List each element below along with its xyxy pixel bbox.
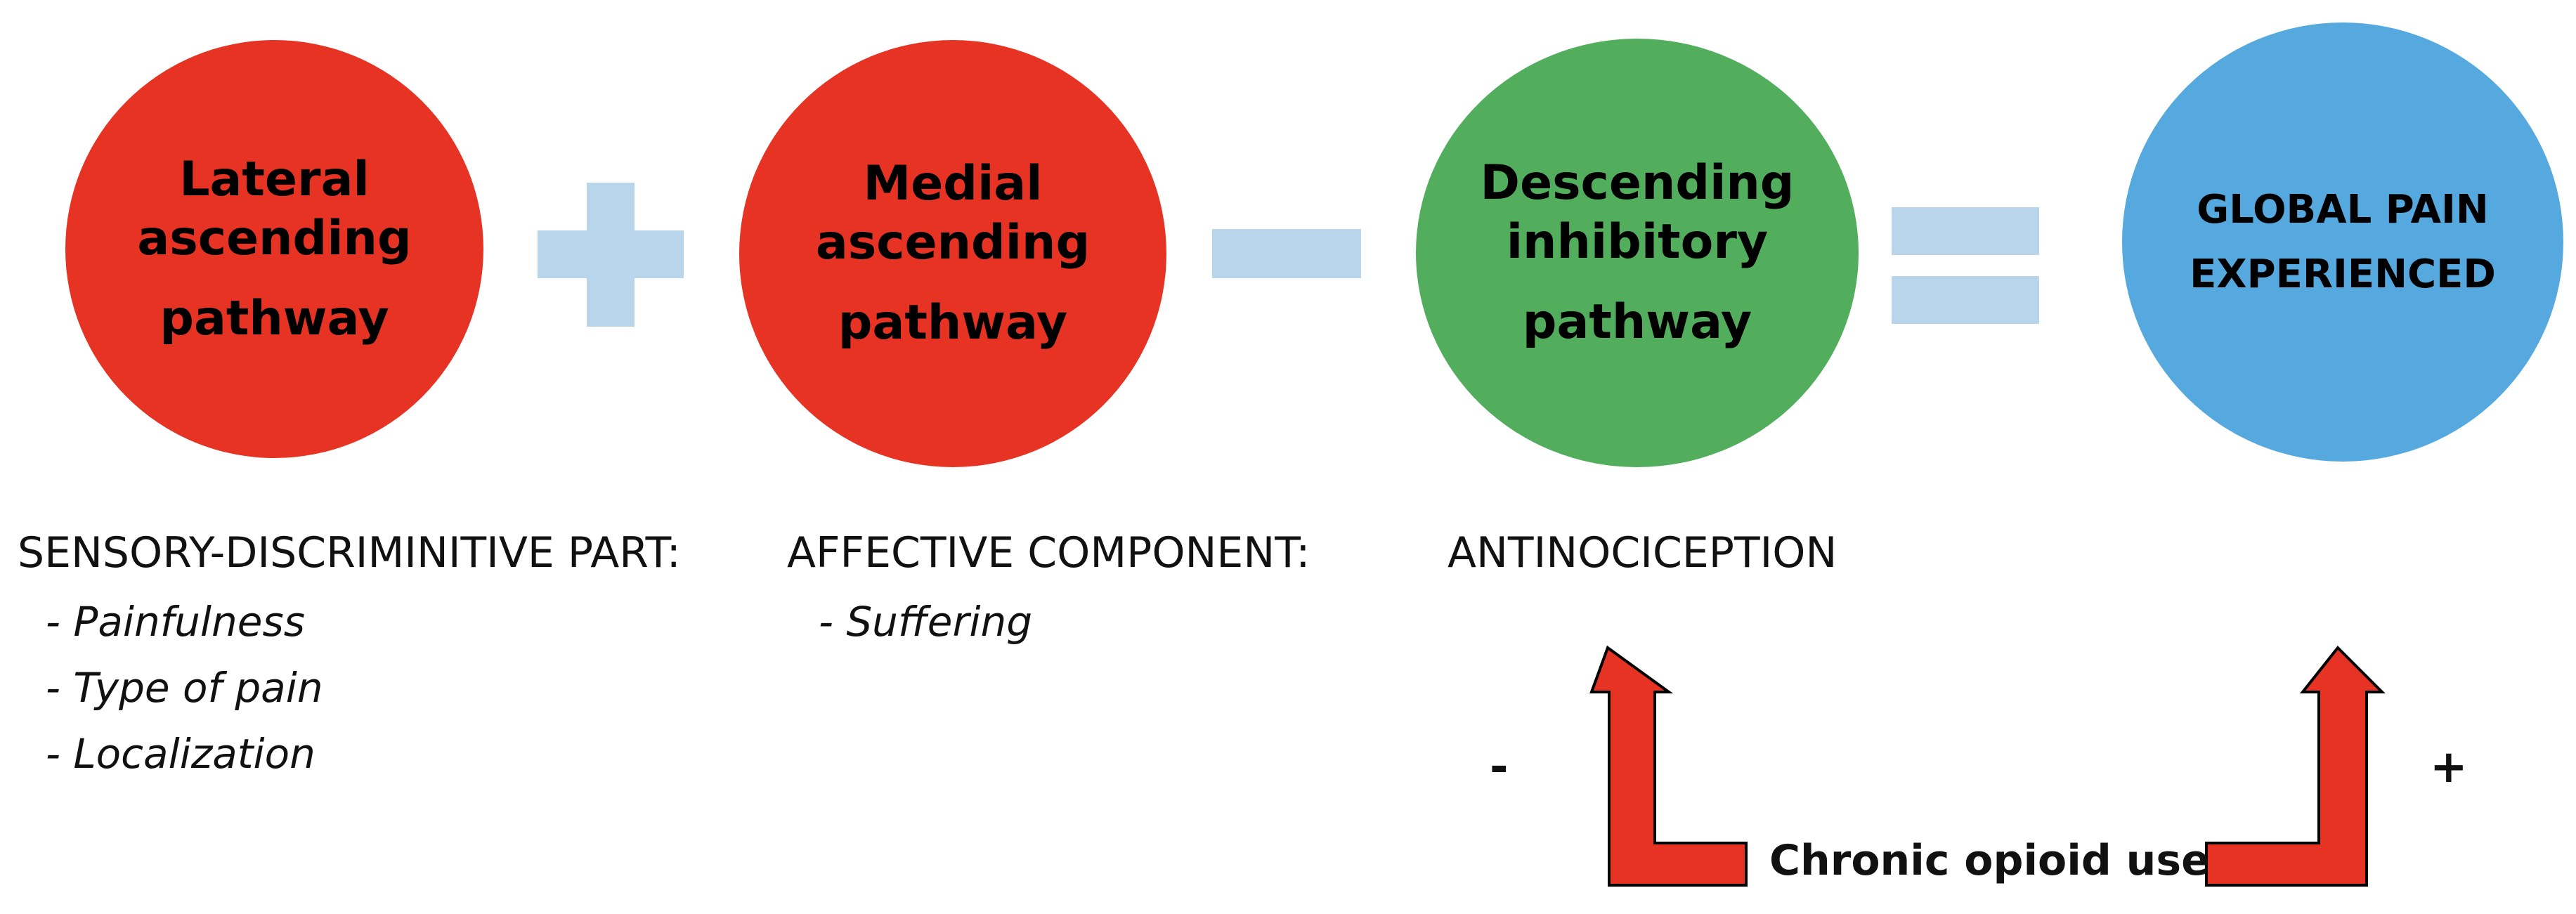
- plus-sign-label: +: [2430, 741, 2468, 793]
- sensory-items-list: - Painfulness - Type of pain - Localizat…: [46, 589, 323, 787]
- node-label-line: Descending: [1480, 155, 1795, 211]
- affective-component-heading: AFFECTIVE COMPONENT:: [787, 528, 1310, 577]
- node-label-line: GLOBAL PAIN: [2197, 186, 2489, 233]
- affective-items-list: - Suffering: [819, 589, 1032, 655]
- antinociception-heading: ANTINOCICEPTION: [1448, 528, 1837, 577]
- node-label-line: Lateral: [179, 151, 370, 207]
- node-label-line: pathway: [838, 295, 1068, 351]
- left-up-arrow: [1589, 645, 1748, 887]
- node-label-line: pathway: [160, 290, 389, 346]
- minus-sign-label: -: [1490, 741, 1509, 793]
- node-label-line: Medial: [863, 156, 1043, 211]
- descending-inhibitory-pathway-node: Descending inhibitory pathway: [1416, 39, 1859, 467]
- plus-vertical-bar: [587, 183, 635, 327]
- lateral-ascending-pathway-node: Lateral ascending pathway: [65, 40, 483, 458]
- medial-ascending-pathway-node: Medial ascending pathway: [739, 40, 1166, 467]
- equals-bottom-bar: [1892, 276, 2039, 324]
- node-label-line: pathway: [1522, 294, 1752, 350]
- chronic-opioid-use-label: Chronic opioid use: [1769, 836, 2210, 885]
- list-item: - Type of pain: [46, 664, 323, 712]
- global-pain-experienced-node: GLOBAL PAIN EXPERIENCED: [2122, 22, 2563, 462]
- node-label-line: ascending: [137, 210, 412, 266]
- sensory-discriminative-heading: SENSORY-DISCRIMINITIVE PART:: [18, 528, 681, 577]
- equals-top-bar: [1892, 207, 2039, 255]
- list-item: - Painfulness: [46, 598, 305, 646]
- list-item: - Suffering: [819, 598, 1033, 646]
- node-label-line: ascending: [815, 215, 1091, 270]
- right-up-arrow: [2205, 645, 2386, 887]
- minus-operator: [1212, 229, 1361, 278]
- node-label-line: EXPERIENCED: [2190, 251, 2496, 297]
- node-label-line: inhibitory: [1506, 214, 1769, 270]
- list-item: - Localization: [46, 730, 316, 778]
